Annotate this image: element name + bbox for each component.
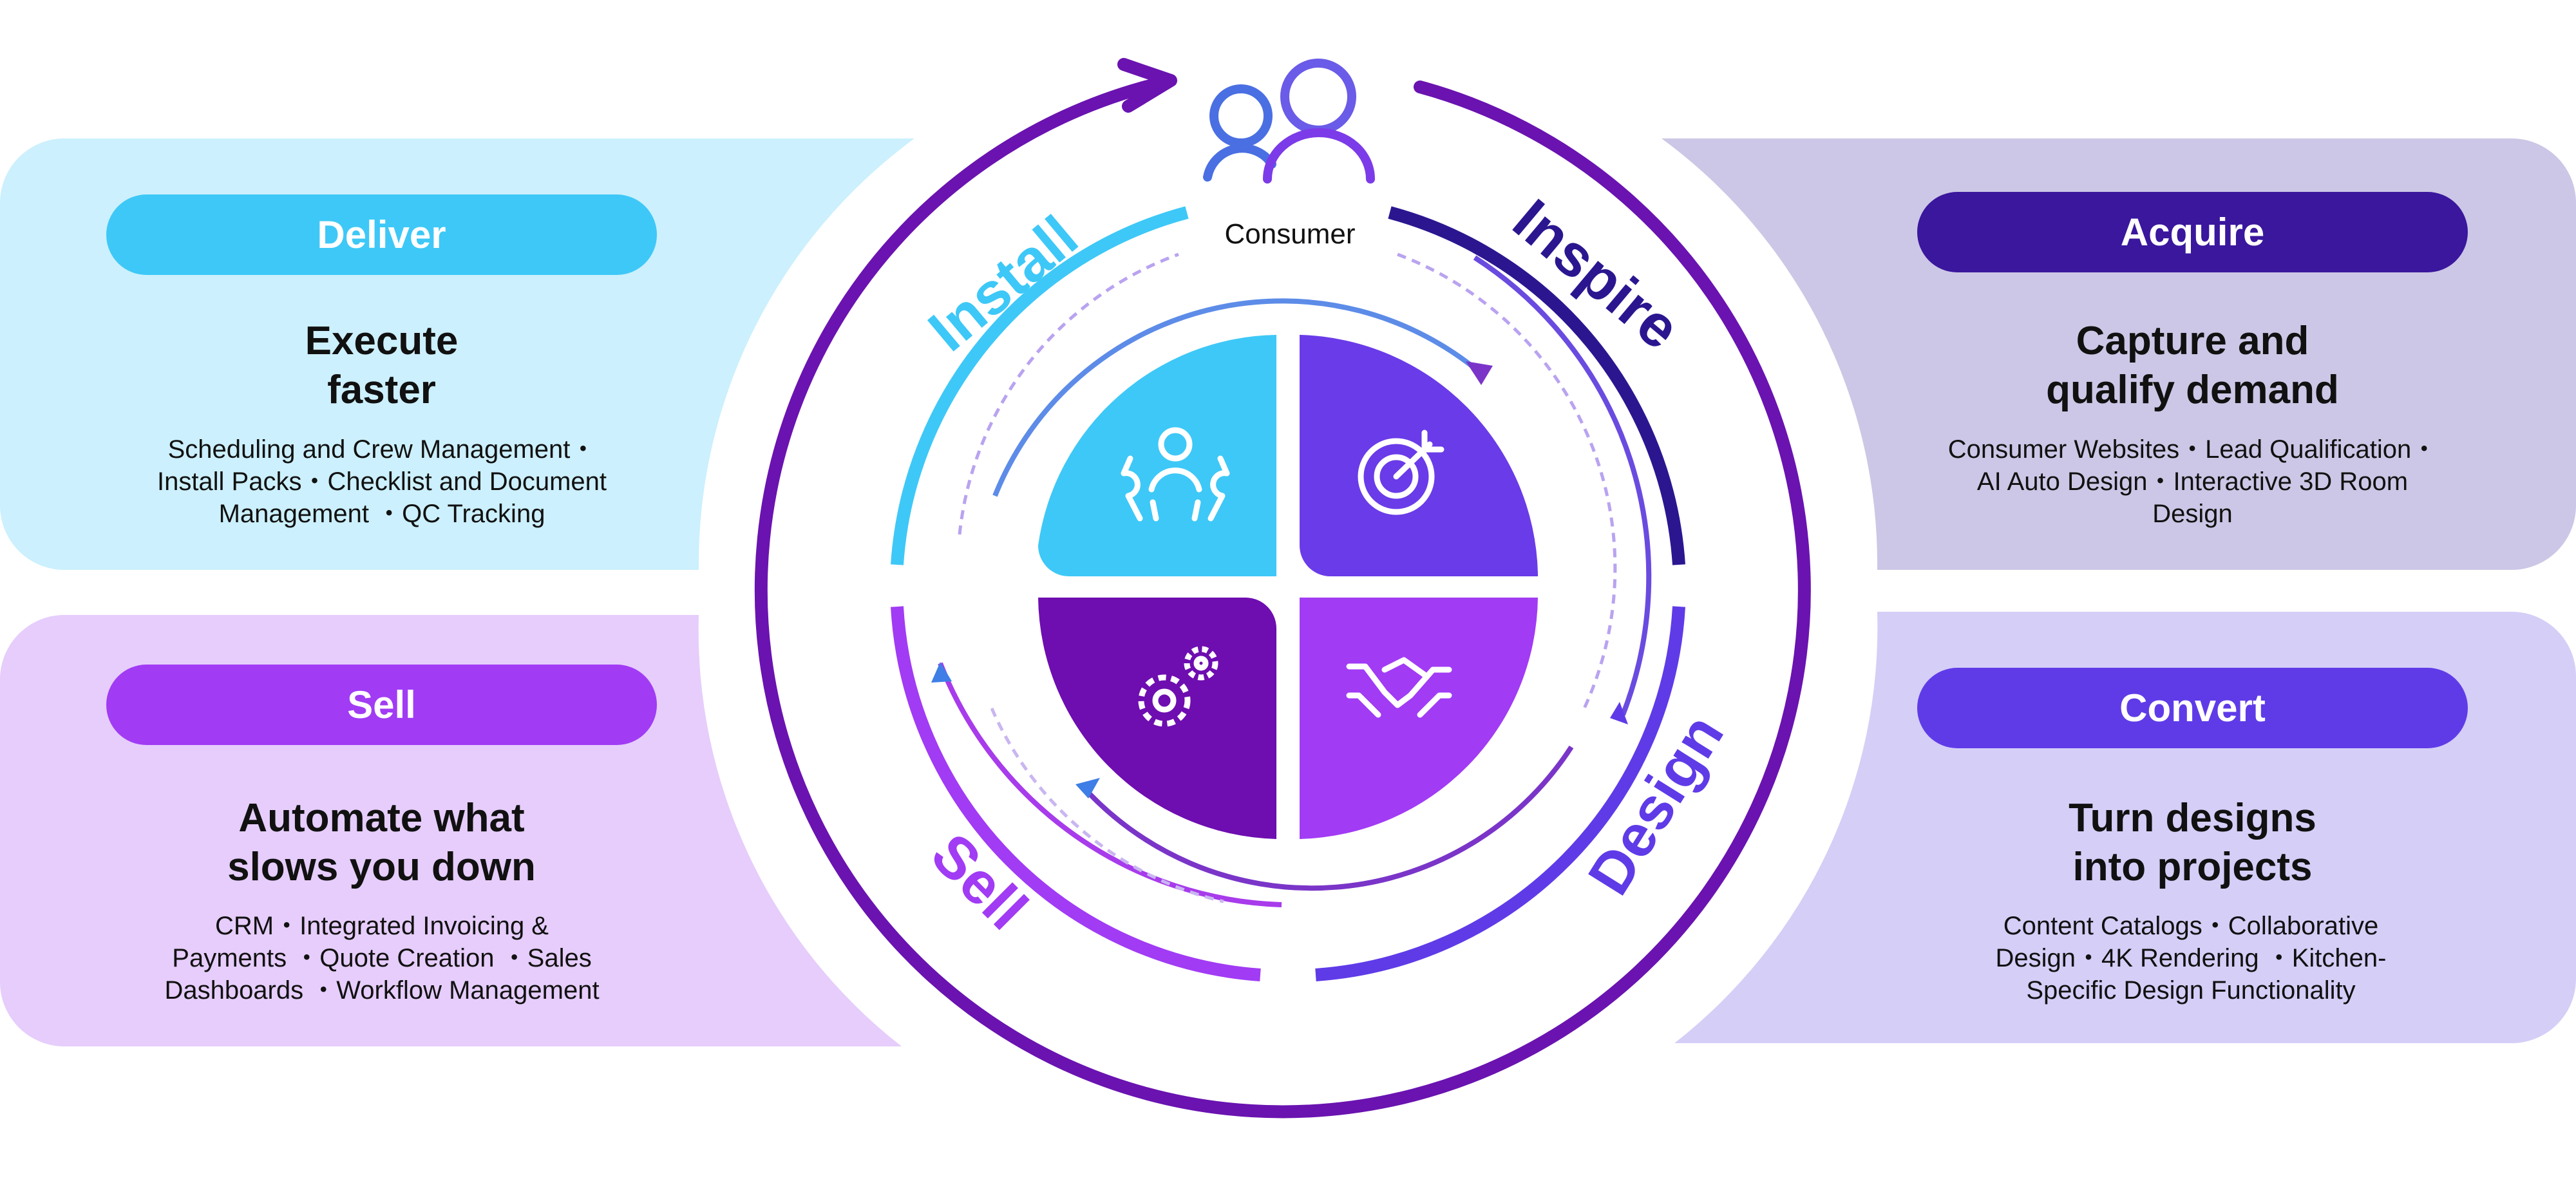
hands-person-icon	[1121, 427, 1230, 522]
acquire-description-line: Design	[2152, 500, 2233, 528]
dashed-arc-left	[958, 252, 1179, 535]
acquire-pill: Acquire	[1917, 192, 2468, 272]
convert-heading-line: into projects	[2072, 845, 2313, 889]
deliver-description: Scheduling and Crew Management・ Install …	[137, 433, 627, 530]
acquire-heading-line: qualify demand	[2046, 368, 2339, 412]
convert-description: Content Catalogs・Collaborative Design・4K…	[1946, 910, 2436, 1006]
handshake-icon	[1346, 657, 1452, 718]
arrowhead	[931, 662, 952, 683]
inspire-arc	[1388, 206, 1685, 565]
arrowhead	[1466, 361, 1493, 385]
arrowhead	[1075, 778, 1100, 798]
quadrant-sell	[1038, 598, 1276, 839]
deliver-heading-line: Execute	[305, 319, 459, 363]
convert-heading: Turn designs into projects	[1917, 794, 2468, 892]
deliver-pill: Deliver	[106, 194, 657, 275]
deliver-description-line: Management ・QC Tracking	[218, 500, 545, 528]
design-arc	[1315, 606, 1685, 981]
inner-arrow-bottom	[1080, 745, 1574, 891]
deliver-description-line: Install Packs・Checklist and Document	[156, 468, 607, 496]
convert-description-line: Specific Design Functionality	[2026, 976, 2356, 1005]
sell-heading-line: Automate what	[238, 796, 525, 840]
inner-arrow-top	[992, 298, 1483, 497]
acquire-description-line: AI Auto Design・Interactive 3D Room	[1976, 468, 2409, 496]
quadrant-deliver	[1038, 335, 1276, 576]
sell-pill: Sell	[106, 665, 657, 745]
sell-heading-line: slows you down	[227, 845, 536, 889]
sell-heading: Automate what slows you down	[106, 794, 657, 892]
convert-heading-line: Turn designs	[2069, 796, 2316, 840]
deliver-description-line: Scheduling and Crew Management・	[167, 435, 596, 464]
install-arc	[891, 206, 1189, 565]
target-icon	[1358, 430, 1444, 515]
sell-description: CRM・Integrated Invoicing & Payments ・Quo…	[137, 910, 627, 1006]
acquire-heading: Capture and qualify demand	[1917, 317, 2468, 415]
outer-ring	[754, 79, 1811, 1119]
gears-icon	[1138, 646, 1218, 727]
sell-arc	[891, 606, 1261, 981]
deliver-heading-line: faster	[327, 368, 436, 412]
convert-description-line: Design・4K Rendering ・Kitchen-	[1995, 944, 2387, 972]
sell-description-line: Dashboards ・Workflow Management	[164, 976, 600, 1005]
sell-description-line: CRM・Integrated Invoicing &	[214, 912, 549, 940]
acquire-description: Consumer Websites・Lead Qualification・ AI…	[1920, 433, 2465, 530]
dashed-arc-right	[1397, 252, 1617, 710]
arrowhead	[1610, 702, 1628, 724]
deliver-heading: Execute faster	[106, 317, 657, 415]
inner-arrow-left	[938, 662, 1282, 907]
acquire-heading-line: Capture and	[2076, 319, 2309, 363]
convert-pill: Convert	[1917, 668, 2468, 748]
convert-description-line: Content Catalogs・Collaborative	[2003, 912, 2379, 940]
dashed-arc-bottom	[990, 708, 1224, 903]
consumers-icon	[1203, 59, 1375, 184]
acquire-description-line: Consumer Websites・Lead Qualification・	[1947, 435, 2438, 464]
outer-ring-arrow	[1117, 58, 1177, 113]
sell-description-line: Payments ・Quote Creation ・Sales	[172, 944, 592, 972]
inner-arrow-right	[1473, 255, 1652, 716]
consumer-label: Consumer	[1225, 218, 1356, 250]
quadrant-convert	[1300, 598, 1538, 839]
